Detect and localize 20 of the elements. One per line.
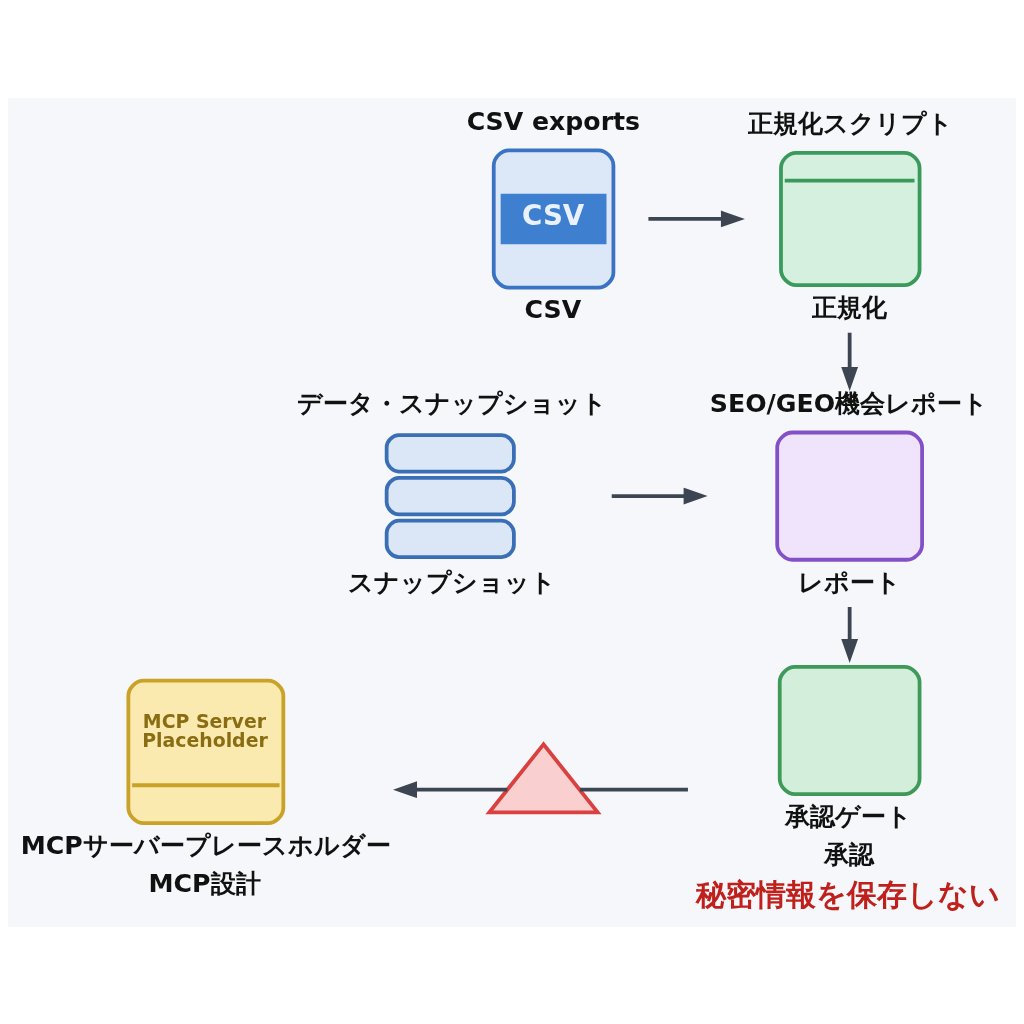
arrow: [648, 210, 745, 227]
node-label: SEO/GEO機会レポート: [709, 388, 989, 418]
node-label: 秘密情報を保存しない: [695, 876, 1000, 912]
node-label: スナップショット: [347, 567, 556, 597]
arrow: [841, 332, 859, 391]
connector: [579, 787, 688, 792]
node-label: MCP設計: [148, 868, 261, 898]
node-label: CSV: [524, 294, 582, 324]
node-label: 正規化: [811, 292, 887, 322]
node-label: 承認ゲート: [785, 801, 913, 831]
node-label: 正規化スクリプト: [747, 108, 953, 138]
node-triangle: [485, 740, 602, 814]
node-label: CSV exports: [466, 106, 641, 135]
arrow: [841, 606, 859, 663]
node-label: 承認: [823, 839, 874, 869]
arrow: [611, 487, 708, 504]
arrow: [393, 780, 508, 798]
node-label: データ・スナップショット: [296, 388, 607, 418]
node-label: レポート: [797, 567, 901, 597]
node-label: MCPサーバープレースホルダー: [20, 830, 391, 860]
